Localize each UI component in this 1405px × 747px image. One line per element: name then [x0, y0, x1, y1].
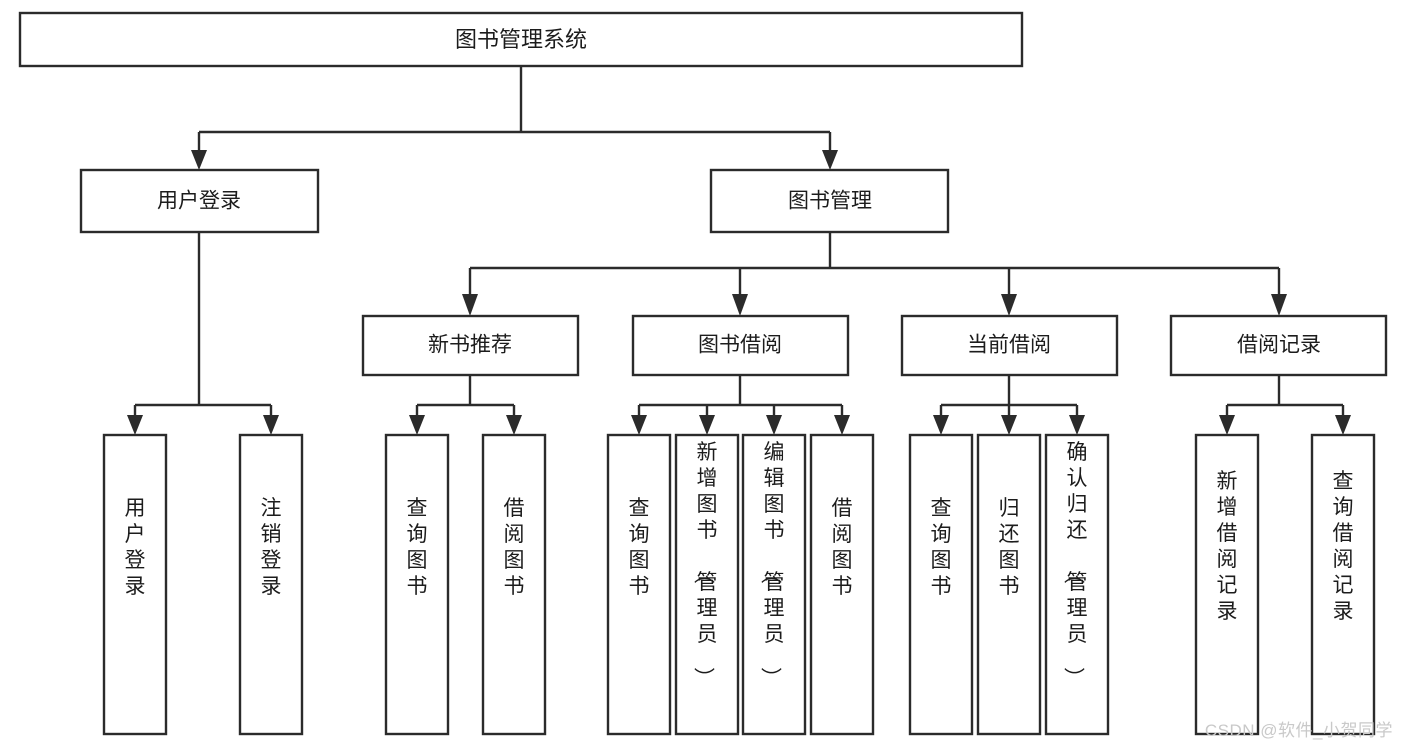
arrow-leaf-query-book-1 [409, 415, 425, 435]
node-borrow-record-box[interactable] [1169, 314, 1388, 377]
node-book-borrow-label: 图书借阅 [698, 334, 782, 357]
leaf-borrow-book-1[interactable]: 借阅图书 [481, 433, 547, 736]
arrow-book-borrow [732, 294, 748, 316]
leaf-return-book[interactable]: 归还图书 [976, 433, 1042, 736]
leaf-add-book-box[interactable] [674, 433, 740, 736]
arrow-leaf-confirm-return [1069, 415, 1085, 435]
leaf-confirm-return[interactable]: 确认归还（管理员） [1044, 433, 1110, 736]
csdn-watermark: CSDN @软件_小贺同学 [1204, 721, 1393, 740]
arrow-leaf-edit-book [766, 415, 782, 435]
arrow-leaf-add-borrow-record [1219, 415, 1235, 435]
leaf-add-borrow-record-label: 新增借阅记录 [1217, 470, 1238, 623]
node-book-borrow-box[interactable] [631, 314, 850, 377]
leaf-query-book-2-box[interactable] [606, 433, 672, 736]
leaf-logout-login[interactable]: 注销登录 [238, 433, 304, 736]
arrow-current-borrow [1001, 294, 1017, 316]
leaf-query-book-3[interactable]: 查询图书 [908, 433, 974, 736]
node-book-management-box[interactable] [709, 168, 950, 234]
leaf-query-borrow-record-label: 查询借阅记录 [1333, 470, 1354, 623]
leaf-user-login-box[interactable] [102, 433, 168, 736]
leaf-borrow-book-1-box[interactable] [481, 433, 547, 736]
node-root-label: 图书管理系统 [455, 27, 587, 52]
leaf-edit-book[interactable]: 编辑图书（管理员） [741, 433, 807, 736]
leaf-query-borrow-record-box[interactable] [1310, 433, 1376, 736]
leaf-borrow-book-2[interactable]: 借阅图书 [809, 433, 875, 736]
arrow-borrow-record [1271, 294, 1287, 316]
node-root-box[interactable] [18, 11, 1024, 68]
node-root[interactable]: 图书管理系统 [18, 11, 1024, 68]
leaf-query-borrow-record[interactable]: 查询借阅记录 [1310, 433, 1376, 736]
arrow-leaf-borrow-book-1 [506, 415, 522, 435]
node-borrow-record[interactable]: 借阅记录 [1169, 314, 1388, 377]
arrow-user-login [191, 150, 207, 170]
leaf-borrow-book-1-label: 借阅图书 [504, 497, 525, 598]
node-book-borrow[interactable]: 图书借阅 [631, 314, 850, 377]
leaf-logout-login-box[interactable] [238, 433, 304, 736]
leaf-query-book-3-label: 查询图书 [931, 497, 952, 598]
node-book-management[interactable]: 图书管理 [709, 168, 950, 234]
connector-layer [127, 66, 1351, 435]
node-new-book-recommend-box[interactable] [361, 314, 580, 377]
leaf-confirm-return-box[interactable] [1044, 433, 1110, 736]
leaf-add-borrow-record[interactable]: 新增借阅记录 [1194, 433, 1260, 736]
leaf-add-book[interactable]: 新增图书（管理员） [674, 433, 740, 736]
leaf-return-book-label: 归还图书 [999, 497, 1020, 598]
arrow-leaf-user-login [127, 415, 143, 435]
leaf-add-book-label: 新增图书（管理员） [692, 441, 718, 688]
leaf-return-book-box[interactable] [976, 433, 1042, 736]
arrow-leaf-query-book-3 [933, 415, 949, 435]
leaf-query-book-2[interactable]: 查询图书 [606, 433, 672, 736]
node-current-borrow[interactable]: 当前借阅 [900, 314, 1119, 377]
leaf-query-book-1-label: 查询图书 [407, 497, 428, 598]
arrow-book-management [822, 150, 838, 170]
leaf-user-login-label: 用户登录 [125, 497, 146, 598]
leaf-query-book-1-box[interactable] [384, 433, 450, 736]
node-current-borrow-box[interactable] [900, 314, 1119, 377]
leaf-borrow-book-2-label: 借阅图书 [832, 497, 853, 598]
leaf-query-book-2-label: 查询图书 [629, 497, 650, 598]
leaf-logout-login-label: 注销登录 [261, 497, 282, 598]
node-new-book-recommend-label: 新书推荐 [428, 334, 512, 357]
arrow-leaf-query-borrow-record [1335, 415, 1351, 435]
leaf-add-borrow-record-box[interactable] [1194, 433, 1260, 736]
arrow-leaf-add-book [699, 415, 715, 435]
leaf-query-book-3-box[interactable] [908, 433, 974, 736]
arrow-leaf-return-book [1001, 415, 1017, 435]
leaf-query-book-1[interactable]: 查询图书 [384, 433, 450, 736]
leaf-confirm-return-label: 确认归还（管理员） [1062, 441, 1088, 688]
node-user-login-box[interactable] [79, 168, 320, 234]
node-current-borrow-label: 当前借阅 [967, 334, 1051, 357]
arrow-leaf-borrow-book-2 [834, 415, 850, 435]
node-book-management-label: 图书管理 [788, 190, 872, 213]
node-user-login-label: 用户登录 [157, 190, 241, 213]
arrow-leaf-query-book-2 [631, 415, 647, 435]
leaf-edit-book-box[interactable] [741, 433, 807, 736]
node-new-book-recommend[interactable]: 新书推荐 [361, 314, 580, 377]
leaf-borrow-book-2-box[interactable] [809, 433, 875, 736]
leaf-edit-book-label: 编辑图书（管理员） [759, 441, 785, 688]
arrow-new-book-recommend [462, 294, 478, 316]
node-borrow-record-label: 借阅记录 [1237, 334, 1321, 357]
leaf-user-login[interactable]: 用户登录 [102, 433, 168, 736]
node-user-login[interactable]: 用户登录 [79, 168, 320, 234]
arrow-leaf-logout-login [263, 415, 279, 435]
